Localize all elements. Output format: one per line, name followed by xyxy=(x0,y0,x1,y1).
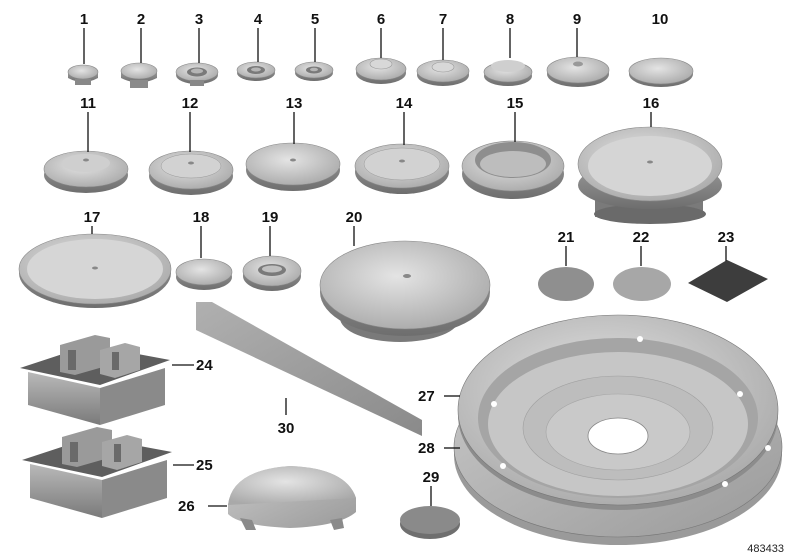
part-label-12: 12 xyxy=(182,95,199,112)
part-label-19: 19 xyxy=(262,209,279,226)
part-label-18: 18 xyxy=(193,209,210,226)
part-label-30: 30 xyxy=(278,420,295,437)
part-label-27: 27 xyxy=(418,388,435,405)
part-label-9: 9 xyxy=(573,11,581,28)
part-23-square-pad xyxy=(688,260,768,302)
part-3-grommet xyxy=(175,62,219,86)
part-label-10: 10 xyxy=(652,11,669,28)
part-29-plug xyxy=(400,506,460,539)
part-8-grommet xyxy=(483,60,533,86)
part-21-disc xyxy=(538,267,594,301)
part-9-grommet xyxy=(546,56,610,87)
part-27-seal-ring xyxy=(457,314,779,510)
part-label-14: 14 xyxy=(396,95,413,112)
part-label-5: 5 xyxy=(311,11,319,28)
part-22-disc xyxy=(613,267,671,301)
part-label-24: 24 xyxy=(196,357,213,374)
part-label-25: 25 xyxy=(196,457,213,474)
part-label-16: 16 xyxy=(643,95,660,112)
part-24-jack-pad xyxy=(20,335,170,425)
part-7-grommet xyxy=(416,59,470,86)
part-label-15: 15 xyxy=(507,95,524,112)
part-25-jack-pad xyxy=(22,427,172,518)
part-label-2: 2 xyxy=(137,11,145,28)
leader-lines xyxy=(83,28,727,507)
part-30-sealing-strip xyxy=(196,302,422,436)
part-5-grommet xyxy=(294,61,334,81)
part-label-22: 22 xyxy=(633,229,650,246)
part-18-oval-plug xyxy=(175,258,233,290)
part-4-grommet xyxy=(236,61,276,81)
part-12-grommet xyxy=(148,150,234,195)
part-16-grommet xyxy=(577,126,723,224)
part-labels: 1 2 3 4 5 6 7 8 9 10 11 12 13 14 15 16 1… xyxy=(80,11,735,515)
part-6-grommet xyxy=(355,57,407,84)
part-label-20: 20 xyxy=(346,209,363,226)
part-label-6: 6 xyxy=(377,11,385,28)
part-label-23: 23 xyxy=(718,229,735,246)
part-label-21: 21 xyxy=(558,229,575,246)
part-label-3: 3 xyxy=(195,11,203,28)
part-label-29: 29 xyxy=(423,469,440,486)
part-label-4: 4 xyxy=(254,11,263,28)
part-label-13: 13 xyxy=(286,95,303,112)
part-label-17: 17 xyxy=(84,209,101,226)
part-17-grommet xyxy=(18,233,172,308)
part-10-grommet xyxy=(628,57,694,87)
part-14-grommet xyxy=(354,143,450,194)
part-20-oval-cover xyxy=(319,240,491,342)
part-label-7: 7 xyxy=(439,11,447,28)
part-label-28: 28 xyxy=(418,440,435,457)
reference-number: 483433 xyxy=(747,543,784,555)
part-label-8: 8 xyxy=(506,11,514,28)
part-1-grommet xyxy=(67,64,99,85)
part-label-11: 11 xyxy=(80,95,96,112)
part-2-grommet xyxy=(120,62,158,88)
part-26-dome-cap xyxy=(228,466,356,530)
part-11-grommet xyxy=(43,150,129,193)
part-15-grommet xyxy=(461,140,565,199)
part-label-26: 26 xyxy=(178,498,195,515)
part-label-1: 1 xyxy=(80,11,88,28)
part-13-grommet xyxy=(245,142,341,191)
part-19-oval-grommet xyxy=(242,255,302,291)
